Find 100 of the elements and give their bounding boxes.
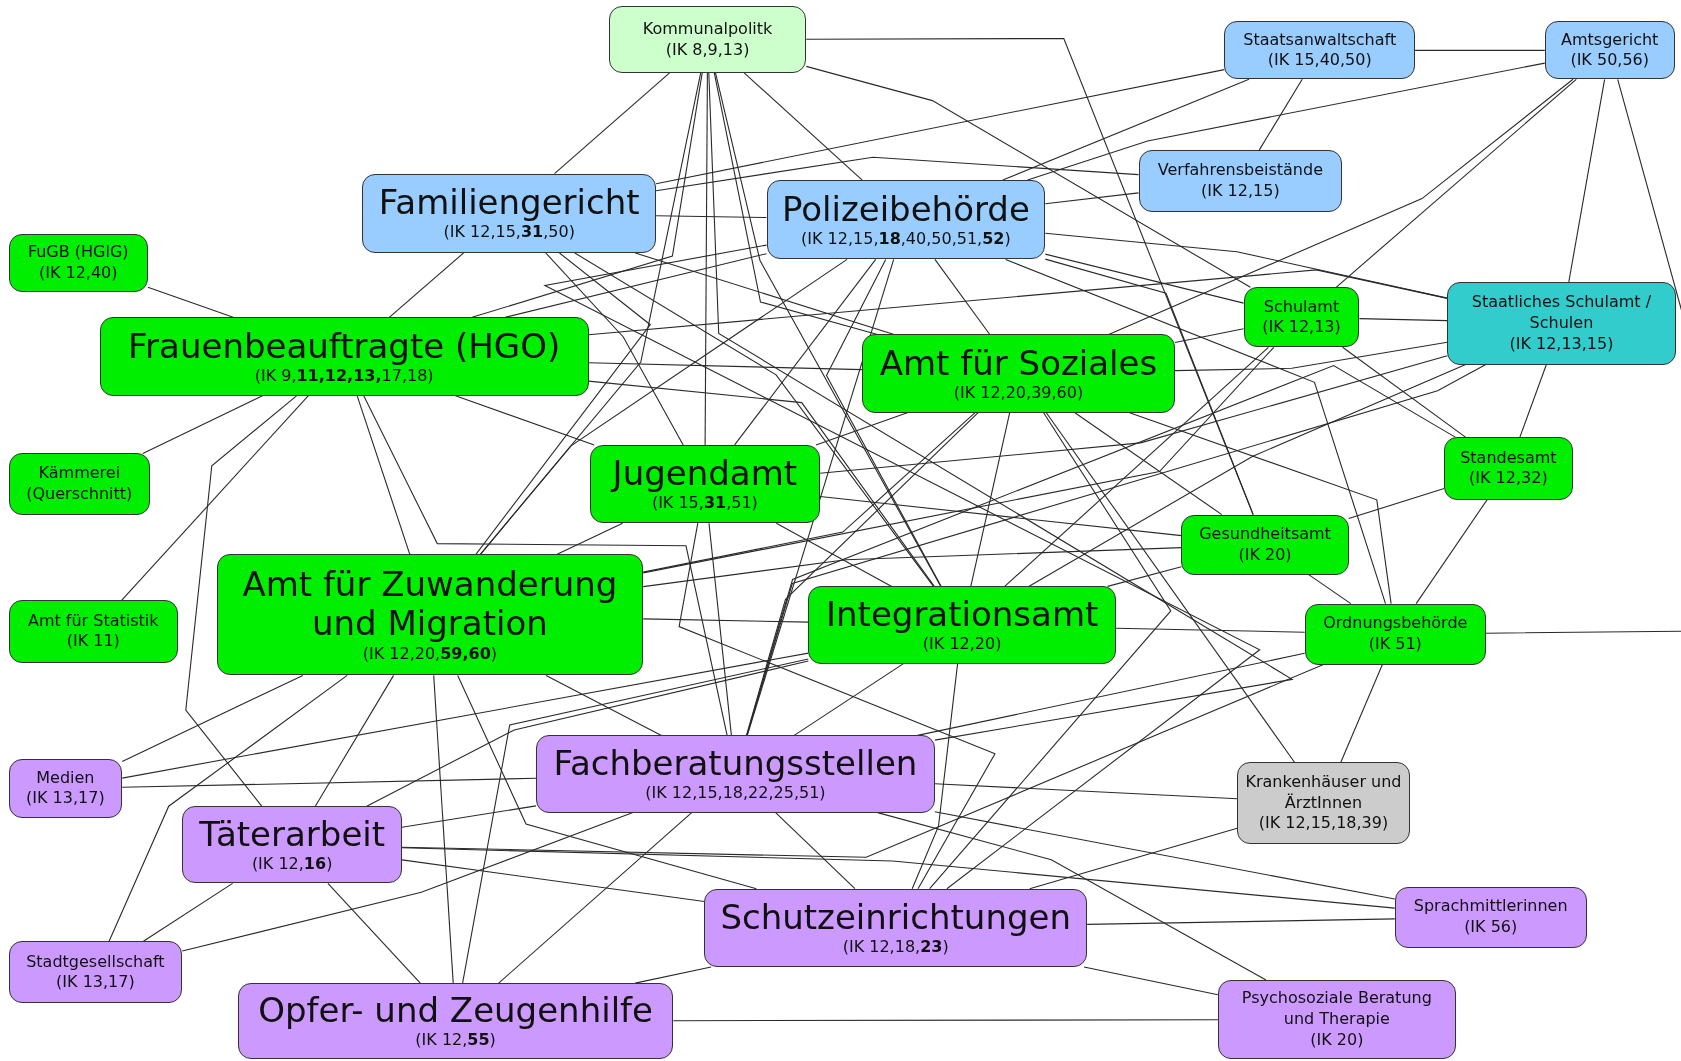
connector-line bbox=[356, 395, 411, 555]
office-name: Amt für Zuwanderung und Migration bbox=[241, 565, 619, 644]
connector-line bbox=[1004, 346, 1269, 587]
connector-line bbox=[1258, 78, 1303, 151]
code-list: (IK 51) bbox=[1368, 634, 1422, 655]
connector-line bbox=[185, 395, 298, 807]
office-name: Staatsanwaltschaft bbox=[1243, 29, 1397, 51]
office-name: Frauenbeauftragte (HGO) bbox=[128, 326, 561, 366]
office-name: Ordnungsbehörde bbox=[1323, 613, 1468, 635]
connector-line bbox=[642, 412, 976, 573]
connector-line bbox=[588, 269, 1448, 336]
connector-line bbox=[708, 522, 732, 736]
connector-line bbox=[743, 72, 863, 181]
organization-box bbox=[99, 317, 589, 396]
code-list: (IK 12,15) bbox=[1201, 181, 1280, 202]
connector-line bbox=[934, 811, 1396, 900]
connector-line bbox=[1086, 918, 1396, 925]
organization-box bbox=[766, 180, 1046, 260]
connector-line bbox=[588, 362, 863, 371]
code-list: (IK 12,15,31,50) bbox=[443, 222, 575, 244]
connector-line bbox=[142, 395, 264, 455]
organization-box bbox=[238, 983, 674, 1060]
office-name: Amt für Statistik bbox=[27, 610, 159, 632]
code-list: (IK 9,11,12,13,17,18) bbox=[254, 365, 434, 387]
connector-line bbox=[708, 72, 1294, 741]
code-list: (IK 12,20,39,60) bbox=[953, 382, 1084, 404]
connector-line bbox=[1044, 253, 1245, 304]
office-name: Familiengericht bbox=[378, 183, 640, 223]
connector-line bbox=[642, 547, 1182, 588]
connector-line bbox=[1044, 258, 1254, 516]
organization-box bbox=[216, 554, 644, 676]
office-name: Kommunalpolitk bbox=[642, 18, 773, 40]
connector-line bbox=[1415, 499, 1488, 605]
organization-box bbox=[362, 173, 657, 253]
code-list: (IK 12,55) bbox=[415, 1030, 496, 1052]
connector-line bbox=[363, 395, 728, 736]
connector-line bbox=[775, 522, 893, 587]
office-name: Kämmerei (Querschnitt) bbox=[25, 463, 134, 505]
office-name: Opfer- und Zeugenhilfe bbox=[258, 991, 653, 1031]
code-list: (IK 56) bbox=[1464, 917, 1518, 938]
connector-line bbox=[147, 286, 234, 318]
office-name: Schutzeinrichtungen bbox=[720, 897, 1071, 937]
organization-box bbox=[861, 334, 1175, 413]
connector-line bbox=[1044, 232, 1448, 299]
organization-box bbox=[1243, 287, 1360, 348]
code-list: (IK 12,20) bbox=[922, 634, 1002, 655]
office-name: Polizeibehörde bbox=[781, 189, 1030, 229]
office-name: FuGB (HGlG) bbox=[27, 241, 129, 263]
connector-line bbox=[121, 674, 304, 762]
connector-line bbox=[1129, 412, 1392, 605]
connector-line bbox=[366, 660, 809, 807]
connector-line bbox=[314, 674, 395, 807]
code-list: (IK 12,18,23) bbox=[842, 937, 949, 958]
connector-line bbox=[108, 674, 348, 942]
connector-line bbox=[1115, 627, 1306, 633]
connector-line bbox=[588, 380, 935, 587]
connector-line bbox=[181, 812, 634, 952]
office-name: Amtsgericht bbox=[1561, 29, 1659, 51]
code-list: (IK 12,40) bbox=[38, 262, 118, 284]
organization-box bbox=[8, 759, 123, 818]
organization-box bbox=[1444, 437, 1573, 500]
connector-line bbox=[642, 346, 1275, 574]
connector-line bbox=[929, 412, 1172, 890]
code-list: (IK 12,32) bbox=[1469, 468, 1548, 490]
connector-line bbox=[1044, 192, 1140, 205]
code-list: (IK 12,13) bbox=[1262, 317, 1341, 339]
organization-box bbox=[8, 941, 183, 1004]
connector-line bbox=[553, 72, 671, 175]
connector-line bbox=[775, 812, 856, 890]
code-list: (IK 15,40,50) bbox=[1267, 50, 1372, 72]
connector-line bbox=[745, 412, 979, 736]
code-list: (IK 13,17) bbox=[26, 788, 105, 810]
code-list: (IK 12,20,59,60) bbox=[362, 643, 498, 665]
connector-line bbox=[1083, 966, 1219, 996]
connector-line bbox=[1340, 664, 1383, 763]
connector-line bbox=[327, 882, 421, 984]
organization-box bbox=[1447, 281, 1676, 365]
connector-line bbox=[142, 882, 234, 942]
connector-line bbox=[121, 777, 537, 788]
organization-box bbox=[536, 735, 935, 813]
connector-line bbox=[1308, 574, 1352, 605]
connector-line bbox=[1485, 78, 1681, 634]
office-name: Medien bbox=[36, 767, 95, 789]
connector-line bbox=[970, 412, 1011, 587]
connector-line bbox=[634, 966, 712, 984]
connector-line bbox=[1029, 827, 1238, 890]
connector-line bbox=[934, 783, 1238, 800]
connector-line bbox=[1027, 62, 1546, 181]
connector-line bbox=[1414, 49, 1546, 51]
connector-line bbox=[1108, 78, 1574, 336]
organization-box bbox=[1304, 603, 1486, 665]
connector-line bbox=[545, 674, 662, 736]
connector-line bbox=[401, 805, 537, 828]
connector-line bbox=[1568, 78, 1606, 283]
connector-line bbox=[819, 495, 1182, 537]
connector-line bbox=[655, 215, 768, 219]
connector-line bbox=[819, 355, 1448, 474]
connector-line bbox=[746, 258, 895, 736]
connector-line bbox=[655, 156, 1140, 192]
code-list: (IK 20) bbox=[1238, 544, 1292, 566]
